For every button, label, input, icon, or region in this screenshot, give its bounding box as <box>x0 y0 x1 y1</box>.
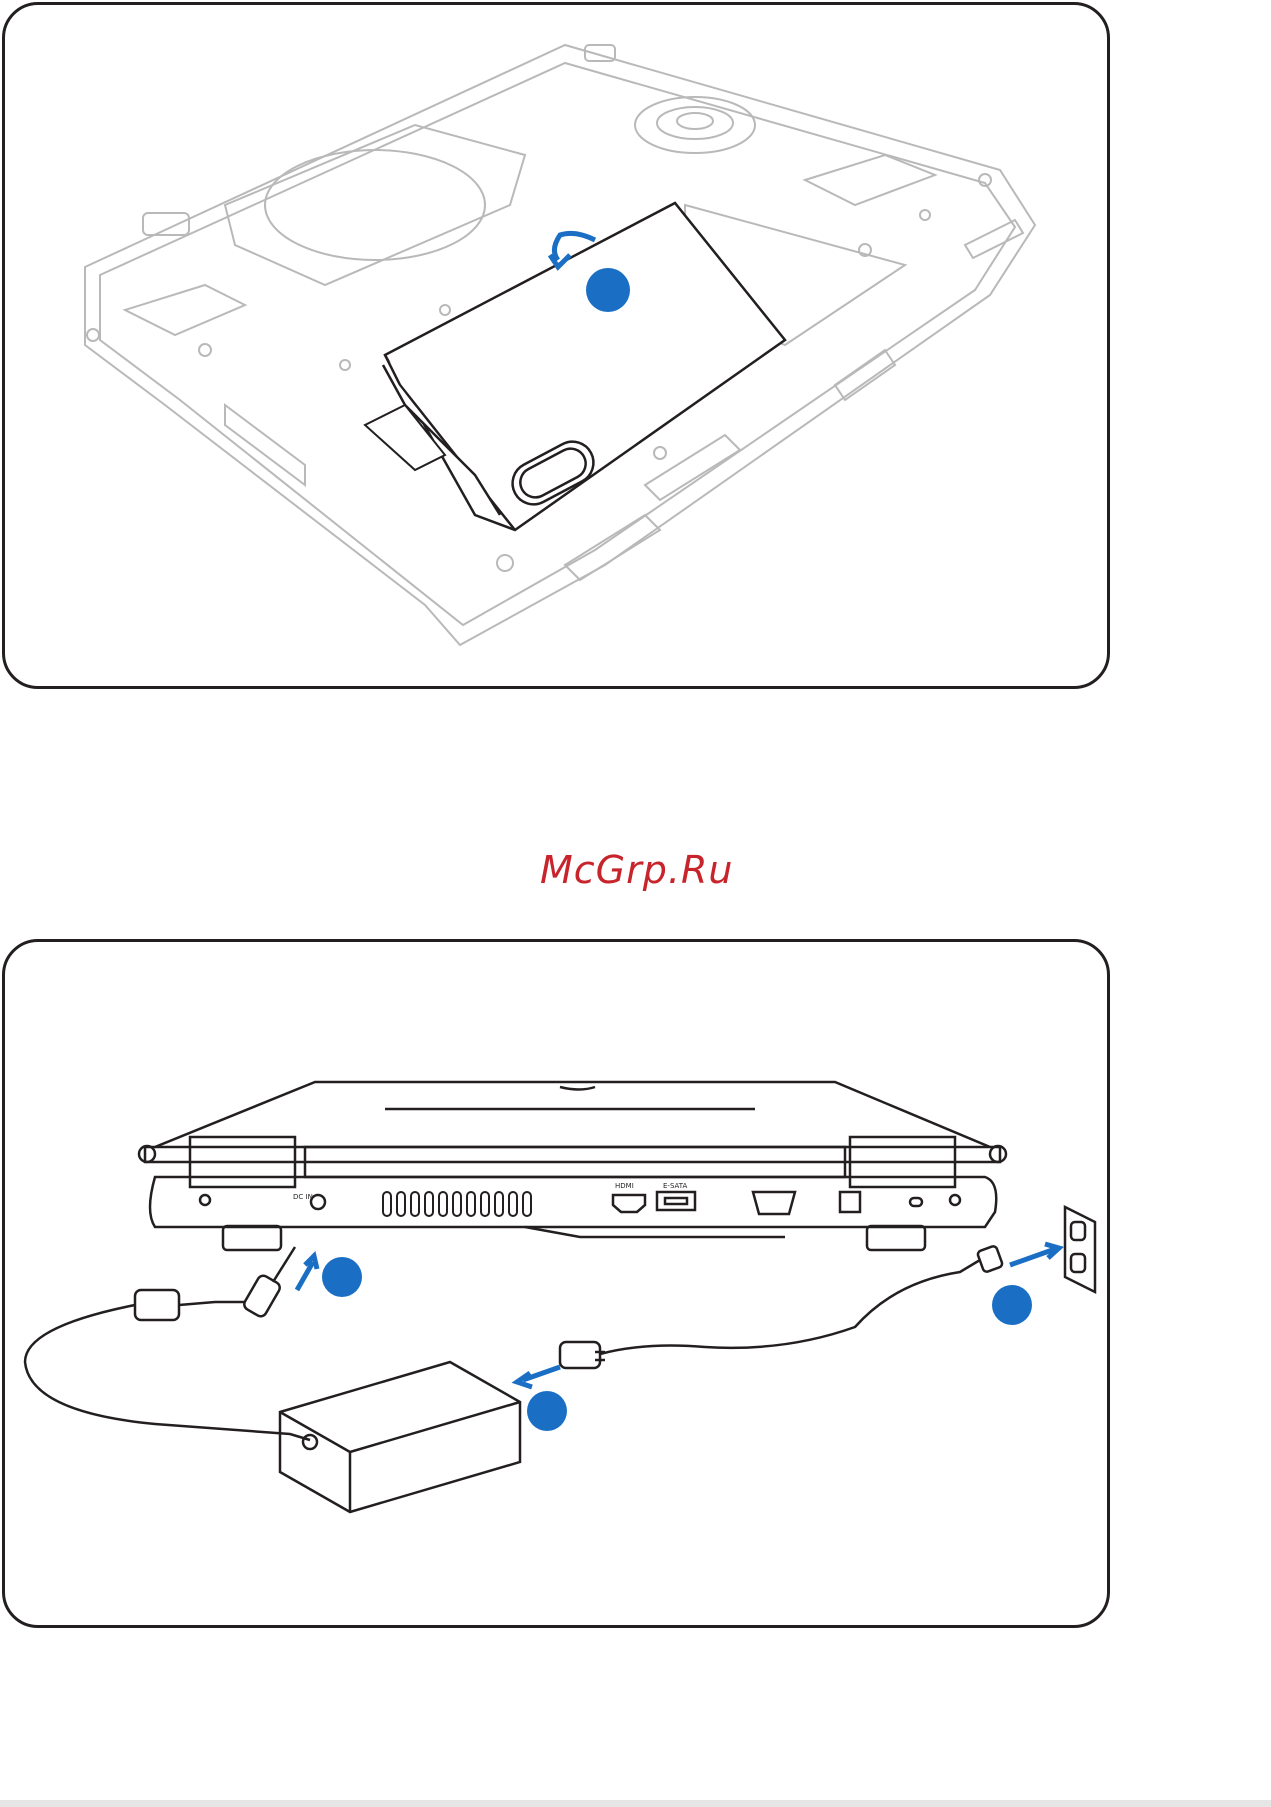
laptop-rear-illustration: DC IN HDMI E-SATA <box>5 942 1113 1631</box>
laptop-underside-illustration <box>5 5 1113 692</box>
esata-label: E-SATA <box>663 1182 687 1190</box>
step-circle <box>322 1257 362 1297</box>
arrow-dc-icon <box>297 1262 313 1290</box>
step-circle <box>992 1285 1032 1325</box>
page-footer-strip <box>0 1800 1271 1807</box>
power-connect-figure: DC IN HDMI E-SATA <box>2 939 1110 1628</box>
watermark-text: McGrp.Ru <box>540 848 733 892</box>
hdmi-label: HDMI <box>615 1182 634 1190</box>
dc-in-label: DC IN <box>293 1193 313 1201</box>
battery-install-figure <box>2 2 1110 689</box>
step-circle <box>527 1391 567 1431</box>
